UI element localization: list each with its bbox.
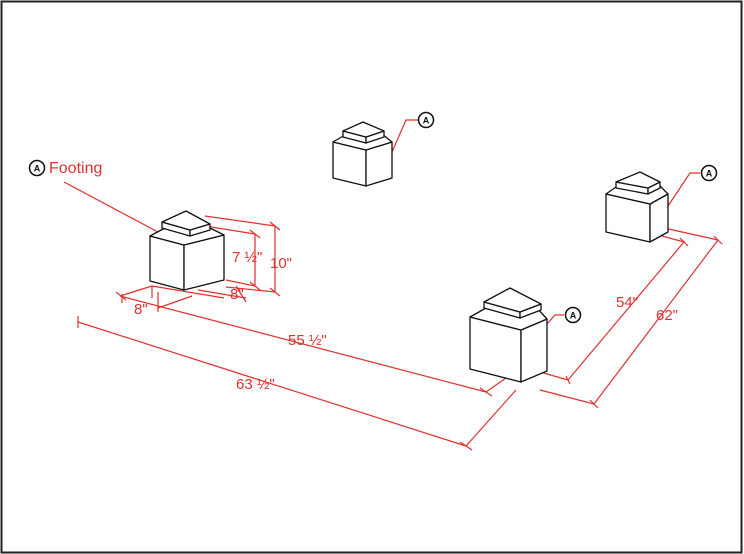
inner-short-dim-line (567, 241, 685, 381)
callout-letter: A (706, 169, 713, 179)
outer-short-label: 62" (656, 307, 678, 324)
footing-label: Footing (49, 160, 102, 177)
callout-leader-right (667, 172, 700, 207)
inner-short-label: 54" (616, 294, 638, 311)
dimension-labels: Footing 7 ½" 10" 8" 8" 55 ½" 63 ½" 54" 6… (49, 160, 678, 393)
outer-short-dim-line (593, 239, 719, 405)
callouts: A A A A (28, 111, 718, 324)
callout-leader-front-right (546, 314, 564, 325)
callout-letter: A (570, 311, 577, 321)
footing-back (332, 121, 393, 187)
dimension-lines (63, 119, 723, 451)
footing-front-right (469, 287, 548, 383)
callout-back: A (417, 111, 435, 129)
inner-long-label: 55 ½" (288, 332, 327, 349)
footing-right (605, 171, 669, 243)
callout-letter: A (423, 116, 430, 126)
outer-long-label: 63 ½" (236, 376, 275, 393)
inner-long-dim-line (119, 295, 487, 393)
callout-right: A (700, 164, 718, 182)
callout-front-right: A (564, 306, 582, 324)
footing-leader-line (63, 181, 159, 233)
callout-leader-back (391, 119, 418, 153)
footing-front-left (149, 210, 225, 291)
outer-long-dim-line (77, 321, 467, 447)
footing-depth-label: 7 ½" (232, 249, 262, 266)
footing-height-label: 10" (270, 255, 292, 272)
footings (149, 121, 669, 383)
footing-width-b-label: 8" (230, 286, 244, 303)
callout-footing: A (28, 159, 46, 177)
footing-width-a-label: 8" (134, 301, 148, 318)
callout-letter: A (34, 164, 41, 174)
